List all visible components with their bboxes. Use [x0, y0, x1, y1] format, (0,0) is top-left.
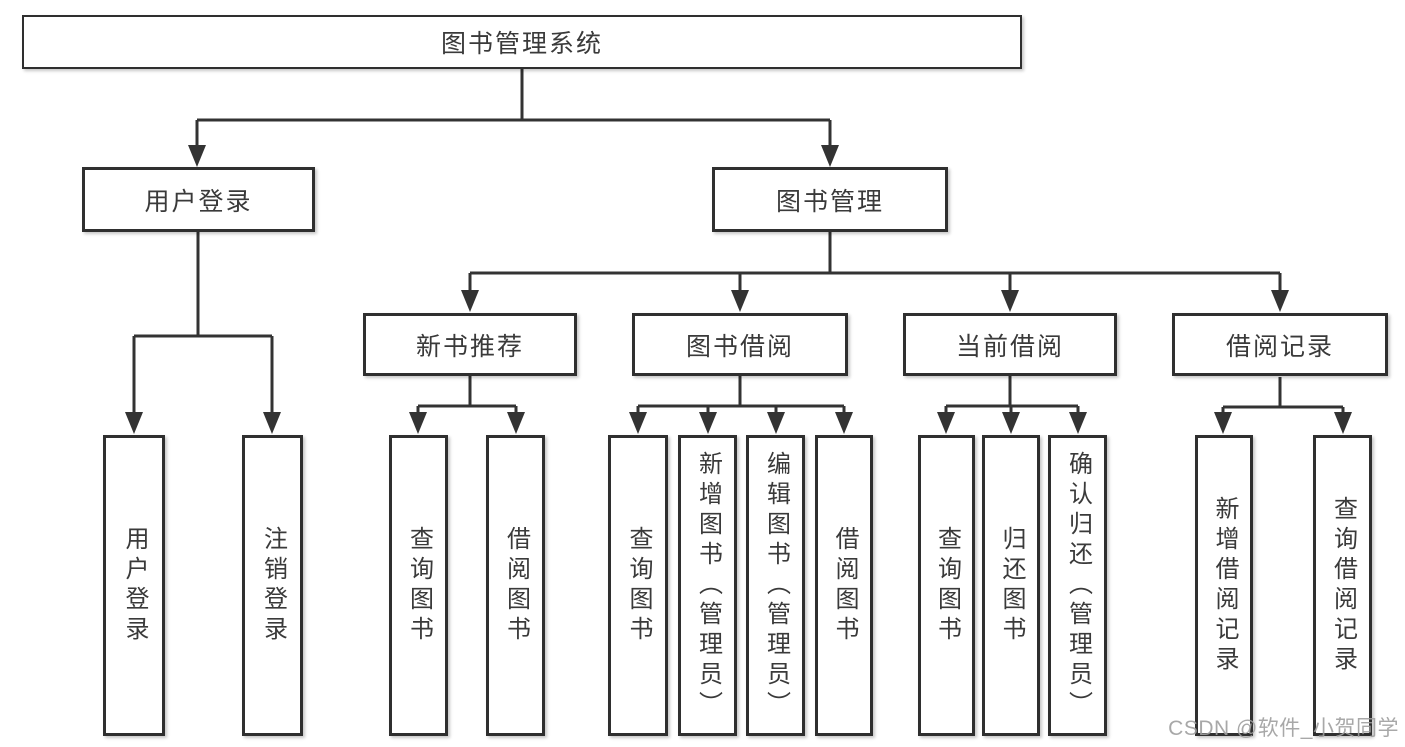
node-current-borrowing: 当前借阅: [903, 313, 1117, 376]
leaf-current-confirm-return-admin: 确认归还（管理员）: [1048, 435, 1107, 736]
leaf-recommend-query-books: 查询图书: [389, 435, 448, 736]
watermark: CSDN @软件_小贺同学: [1168, 717, 1399, 740]
leaf-current-query-books: 查询图书: [918, 435, 975, 736]
leaf-borrow-add-books-admin: 新增图书（管理员）: [678, 435, 737, 736]
node-user-login: 用户登录: [82, 167, 315, 232]
node-book-borrowing: 图书借阅: [632, 313, 848, 376]
leaf-current-return-books: 归还图书: [982, 435, 1040, 736]
leaf-borrow-query-books: 查询图书: [608, 435, 668, 736]
leaf-borrow-edit-books-admin: 编辑图书（管理员）: [746, 435, 805, 736]
node-new-book-recommendation: 新书推荐: [363, 313, 577, 376]
leaf-borrow-borrow-books: 借阅图书: [815, 435, 873, 736]
node-borrowing-records: 借阅记录: [1172, 313, 1388, 376]
node-root: 图书管理系统: [22, 15, 1022, 69]
node-book-management: 图书管理: [712, 167, 948, 232]
leaf-record-add-borrow-record: 新增借阅记录: [1195, 435, 1253, 736]
leaf-logout: 注销登录: [242, 435, 303, 736]
leaf-user-login: 用户登录: [103, 435, 165, 736]
leaf-record-query-borrow-record: 查询借阅记录: [1313, 435, 1372, 736]
leaf-recommend-borrow-books: 借阅图书: [486, 435, 545, 736]
